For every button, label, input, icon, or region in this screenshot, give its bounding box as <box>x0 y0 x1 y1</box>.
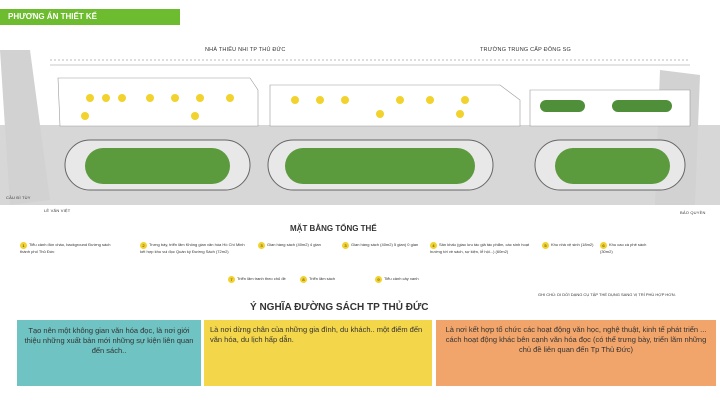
meaning-box-1: Tạo nên một không gian văn hóa đọc, là n… <box>17 320 201 386</box>
meaning-box-2: Là nơi dừng chân của những gia đình, du … <box>204 320 432 386</box>
site-plan-drawing <box>0 50 720 205</box>
label-left-street: CẦU ĐÌ TÙY <box>6 195 31 200</box>
label-right-street: BẢO QUYỀN <box>680 210 706 215</box>
meaning-box-3: Là nơi kết hợp tổ chức các hoạt động văn… <box>436 320 716 386</box>
page-title: PHƯƠNG ÁN THIẾT KẾ <box>0 9 180 25</box>
meaning-title: Ý NGHĨA ĐƯỜNG SÁCH TP THỦ ĐỨC <box>250 302 429 313</box>
label-nha-thieu-nhi: NHÀ THIẾU NHI TP THỦ ĐỨC <box>205 47 286 53</box>
site-plan: NHÀ THIẾU NHI TP THỦ ĐỨC TRƯỜNG TRUNG CẤ… <box>0 30 720 225</box>
label-le-van-viet: LÊ VĂN VIỆT <box>44 208 71 213</box>
label-truong-trung-cap: TRƯỜNG TRUNG CẤP ĐÔNG SG <box>480 47 572 53</box>
legend-note: GHI CHÚ: DI DỜI DẠNG CỤ TẬP THỂ DỤNG SAN… <box>538 292 676 297</box>
legend-title: MẶT BẰNG TỔNG THỂ <box>290 224 377 233</box>
